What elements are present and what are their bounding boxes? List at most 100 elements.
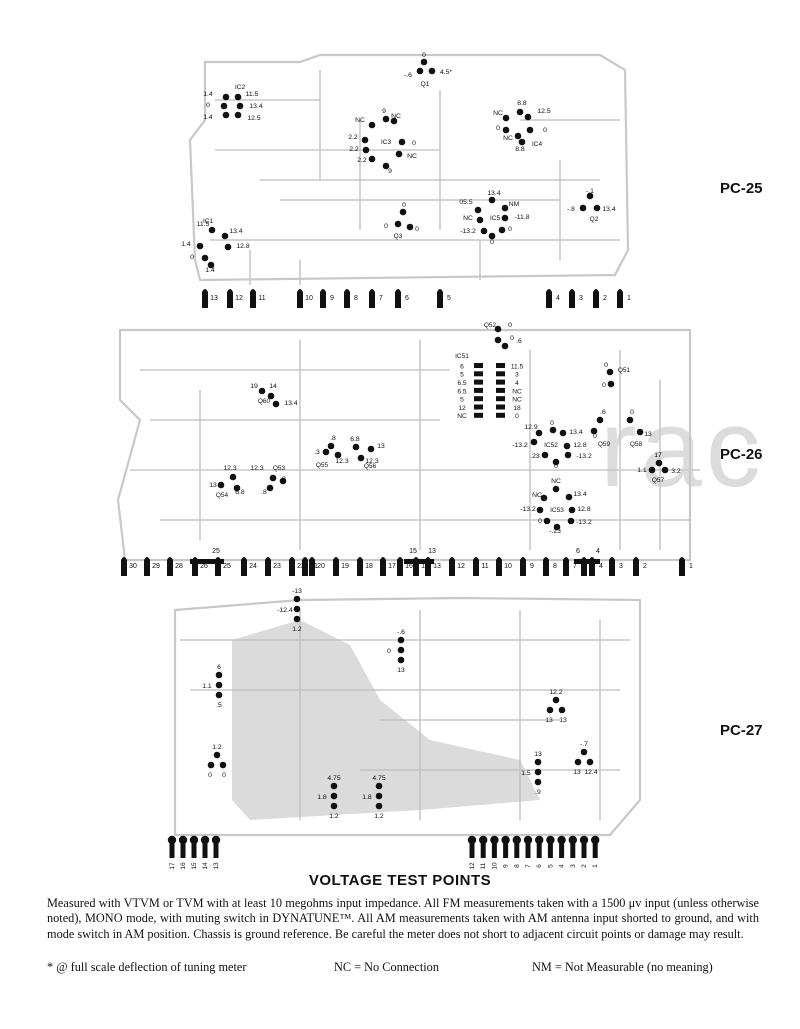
- value-label: 1.4: [205, 267, 215, 274]
- test-point-dot: [236, 102, 244, 110]
- connector-pin: [617, 289, 623, 308]
- test-point-dot: [217, 481, 225, 489]
- test-point-dot: [648, 466, 656, 474]
- pin-bridge: [574, 559, 600, 564]
- pin-label: 20: [317, 563, 325, 570]
- connector-pin: [167, 557, 173, 576]
- value-label: 13.4: [229, 228, 242, 235]
- connector-pin: [469, 840, 475, 858]
- test-point-dot: [196, 242, 204, 250]
- value-label: .3: [280, 476, 286, 483]
- value-label: 8.8: [517, 100, 527, 107]
- ic-pin: [496, 404, 505, 410]
- value-label: 19: [250, 383, 258, 390]
- value-label: 0: [387, 648, 391, 655]
- value-label: 12: [458, 405, 466, 412]
- connector-pin: [503, 840, 509, 858]
- value-label: NC: [503, 135, 513, 142]
- pin-label: 6: [576, 548, 580, 555]
- value-label: 0: [384, 223, 388, 230]
- watermark: rac: [600, 387, 765, 510]
- pin-label: 3: [619, 563, 623, 570]
- ic-pin: [474, 379, 483, 385]
- ic-pin: [496, 387, 505, 393]
- component-label: Q52: [484, 322, 497, 329]
- value-label: NC: [512, 388, 522, 395]
- test-point-dot: [398, 138, 406, 146]
- connector-pin: [121, 557, 127, 576]
- ic-pin: [474, 396, 483, 402]
- test-point-dot: [501, 214, 509, 222]
- value-label: 1.4: [203, 91, 213, 98]
- value-label: 13: [644, 431, 652, 438]
- pin-label: 16: [180, 862, 187, 870]
- value-label: 0: [190, 254, 194, 261]
- value-label: .8: [330, 435, 336, 442]
- test-point-dot: [494, 336, 502, 344]
- ic-pin: [496, 379, 505, 385]
- value-label: 8.8: [515, 146, 525, 153]
- value-label: 13.4: [487, 190, 500, 197]
- footnote-nc: NC = No Connection: [334, 960, 439, 974]
- pcb-traces: [116, 53, 700, 837]
- value-label: 6.5: [457, 380, 466, 387]
- value-label: 13: [209, 482, 217, 489]
- connector-pin: [202, 289, 208, 308]
- pin-label: 17: [169, 862, 176, 870]
- test-point-dot: [518, 138, 526, 146]
- test-point-dot: [222, 93, 230, 101]
- connector-pin: [547, 840, 553, 858]
- test-point-dot: [201, 254, 209, 262]
- component-label: Q1: [421, 81, 430, 88]
- value-label: 13.4: [249, 103, 262, 110]
- caption-title: VOLTAGE TEST POINTS: [308, 872, 492, 889]
- pc26-outline: [116, 328, 692, 562]
- connector-pin: [250, 289, 256, 308]
- value-label: 2.2: [357, 157, 367, 164]
- component-label: IC1: [203, 218, 214, 225]
- value-label: 12.8: [573, 442, 586, 449]
- test-point-dot: [352, 443, 360, 451]
- connector-pin: [227, 289, 233, 308]
- value-label: NC: [532, 492, 542, 499]
- test-point-dot: [293, 605, 301, 613]
- caption-body: Measured with VTVM or TVM with at least …: [47, 896, 759, 941]
- test-point-dot: [549, 426, 557, 434]
- test-point-dot: [502, 114, 510, 122]
- pin-label: 13: [428, 548, 436, 555]
- test-point-dot: [502, 126, 510, 134]
- test-point-dot: [488, 232, 496, 240]
- value-label: -.23: [549, 528, 561, 535]
- pin-label: 5: [447, 295, 451, 302]
- value-label: 11.5: [246, 91, 259, 98]
- connector-pin: [514, 840, 520, 858]
- connector-pin: [609, 557, 615, 576]
- test-point-dot: [488, 196, 496, 204]
- test-point-dot: [543, 517, 551, 525]
- test-point-dot: [579, 204, 587, 212]
- connector-pin: [679, 557, 685, 576]
- pin-label: 7: [525, 864, 532, 868]
- pin-label: 1: [689, 563, 693, 570]
- value-label: -13: [292, 588, 302, 595]
- pin-label: 14: [202, 862, 209, 870]
- component-label: Q57: [652, 477, 665, 484]
- pin-label: 29: [152, 563, 160, 570]
- component-label: IC4: [532, 141, 543, 148]
- pin-label: 7: [379, 295, 383, 302]
- value-label: 0: [630, 409, 634, 416]
- value-label: 12.8: [236, 243, 249, 250]
- connector-pin: [536, 840, 542, 858]
- value-label: 18: [513, 405, 521, 412]
- connector-pin: [213, 840, 219, 858]
- value-label: 6.8: [235, 489, 245, 496]
- pin-label: 17: [388, 563, 396, 570]
- component-label: Q2: [590, 216, 599, 223]
- value-label: NC: [391, 113, 401, 120]
